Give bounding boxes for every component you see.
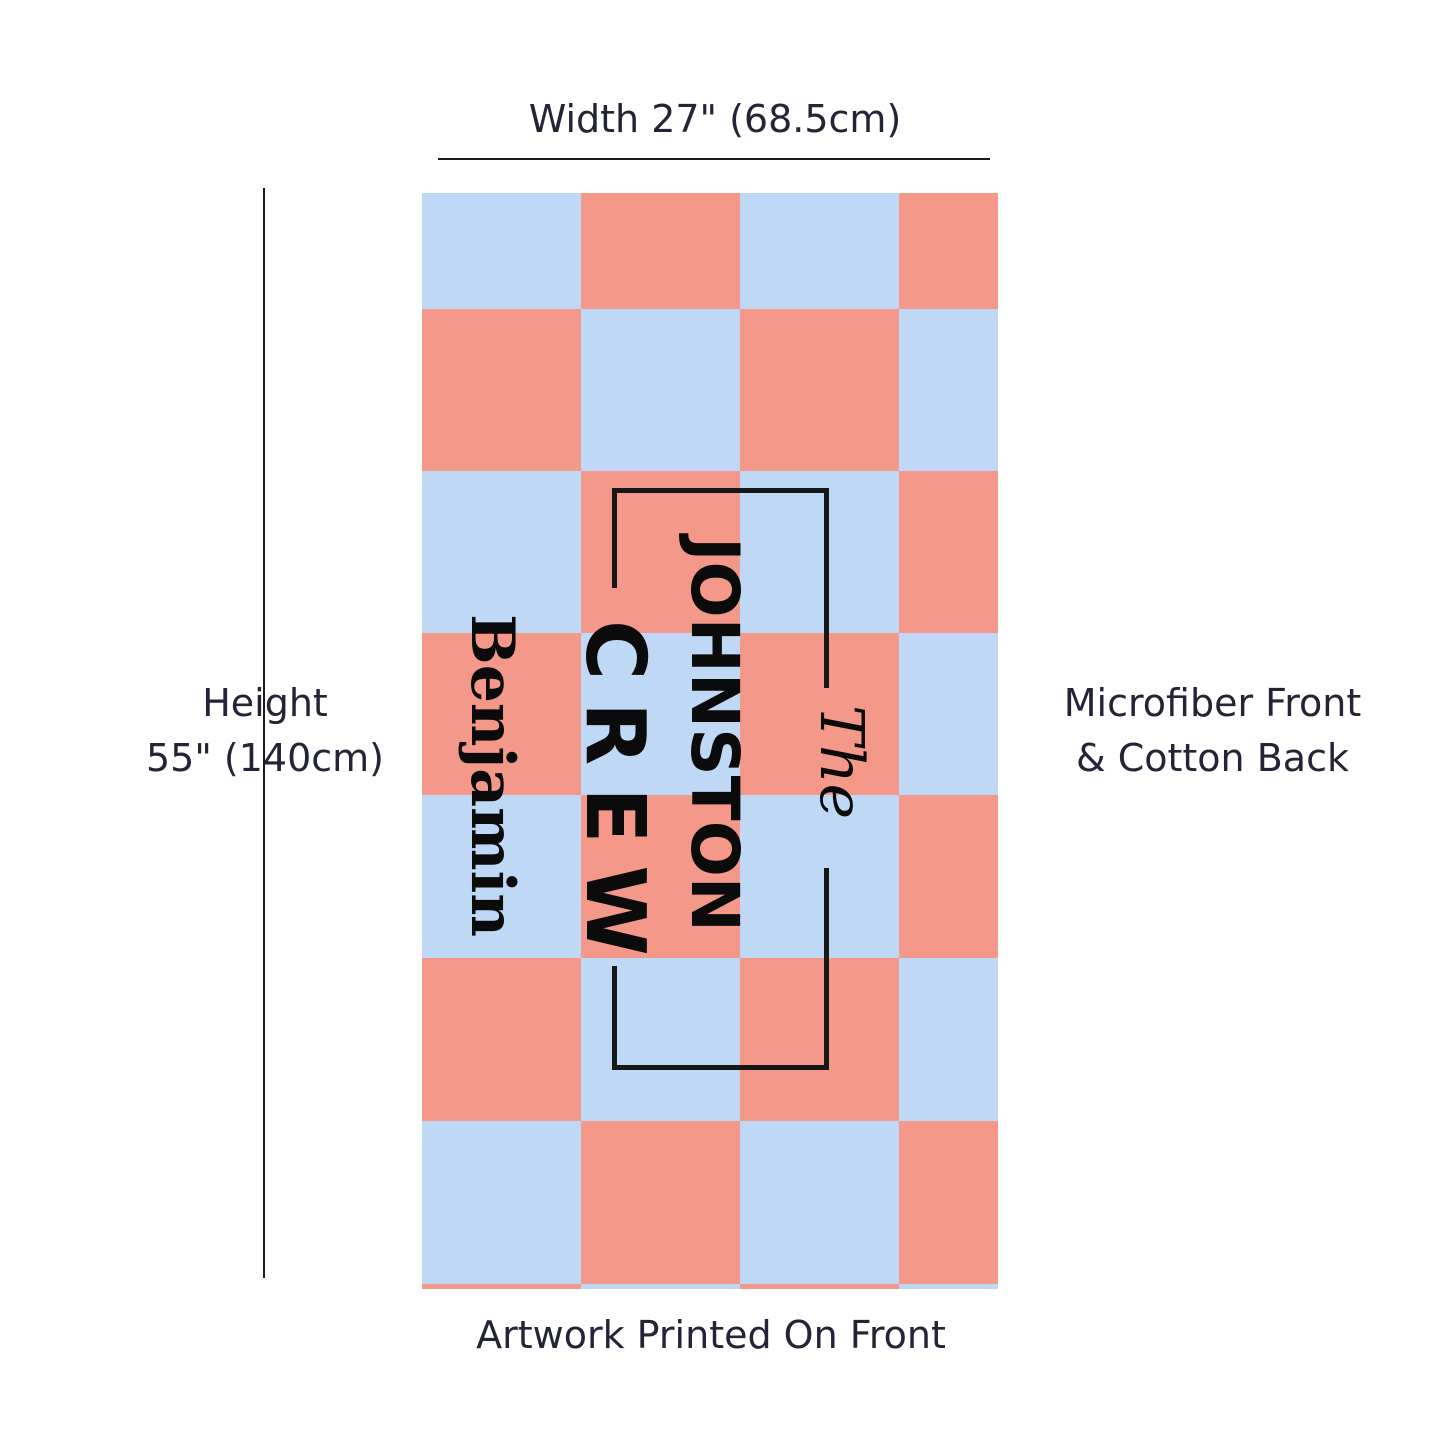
towel-check-cell xyxy=(422,193,581,309)
towel-check-cell xyxy=(581,958,740,1121)
material-label-line2: & Cotton Back xyxy=(1076,736,1349,780)
towel-check-cell xyxy=(899,958,998,1121)
towel-check-cell xyxy=(740,958,899,1121)
towel-check-cell xyxy=(899,309,998,471)
height-label-line1: Height xyxy=(202,681,328,725)
towel-check-cell xyxy=(740,1284,899,1289)
frame-right-lower xyxy=(824,868,829,1070)
towel-check-cell xyxy=(581,1121,740,1284)
towel-preview xyxy=(422,193,998,1289)
height-dimension-line xyxy=(263,188,265,1278)
towel-check-cell xyxy=(899,1284,998,1289)
design-frame xyxy=(612,488,829,1070)
frame-top xyxy=(612,488,829,493)
towel-check-cell xyxy=(740,795,899,958)
towel-check-cell xyxy=(740,633,899,795)
towel-check-cell xyxy=(740,193,899,309)
artwork-note: Artwork Printed On Front xyxy=(476,1313,946,1357)
height-label-line2: 55" (140cm) xyxy=(145,736,384,780)
frame-bottom xyxy=(612,1065,829,1070)
towel-check-cell xyxy=(899,471,998,633)
towel-check-cell xyxy=(581,309,740,471)
towel-check-cell xyxy=(422,1121,581,1284)
crew-text: CREW xyxy=(567,620,662,978)
frame-left-lower xyxy=(612,966,617,1070)
width-dimension-line xyxy=(438,158,990,160)
towel-check-cell xyxy=(899,193,998,309)
child-name-text: Benjamin xyxy=(457,614,527,937)
towel-check-cell xyxy=(422,309,581,471)
towel-check-cell xyxy=(899,795,998,958)
towel-check-cell xyxy=(740,309,899,471)
towel-check-cell xyxy=(740,1121,899,1284)
height-label: Height 55" (140cm) xyxy=(120,676,410,786)
towel-check-cell xyxy=(581,1284,740,1289)
towel-check-cell xyxy=(899,633,998,795)
towel-check-cell xyxy=(581,471,740,633)
towel-check-cell xyxy=(581,633,740,795)
width-label: Width 27" (68.5cm) xyxy=(528,97,902,141)
frame-left-upper xyxy=(612,488,617,588)
towel-check-cell xyxy=(422,958,581,1121)
towel-check-cell xyxy=(740,471,899,633)
towel-check-cell xyxy=(422,633,581,795)
towel-check-cell xyxy=(422,471,581,633)
towel-check-cell xyxy=(422,795,581,958)
towel-check-cell xyxy=(581,795,740,958)
the-script-text: The xyxy=(806,705,876,820)
towel-check-cell xyxy=(899,1121,998,1284)
material-label: Microfiber Front & Cotton Back xyxy=(1040,676,1385,786)
material-label-line1: Microfiber Front xyxy=(1063,681,1362,725)
towel-check-cell xyxy=(581,193,740,309)
family-name-text: JOHNSTON xyxy=(676,537,753,933)
frame-right-upper xyxy=(824,488,829,688)
towel-check-cell xyxy=(422,1284,581,1289)
